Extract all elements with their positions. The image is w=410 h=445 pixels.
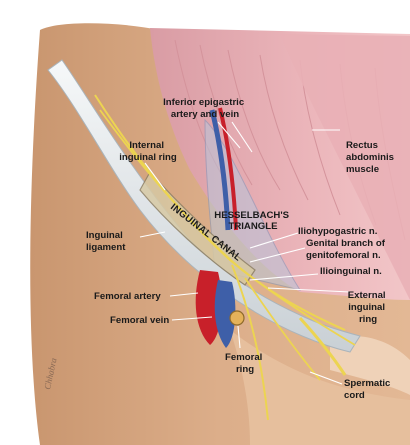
label-spermatic-cord: Spermatic cord: [344, 378, 393, 401]
label-spermatic-cord-line2: cord: [344, 390, 365, 401]
label-external-ring: External inguinal ring: [348, 290, 389, 325]
label-genitofemoral-line2: genitofemoral n.: [306, 250, 381, 261]
label-femoral-ring-line1: Femoral: [225, 352, 262, 363]
label-rectus-line1: Rectus: [346, 140, 378, 151]
label-hesselbach: HESSELBACH'S TRIANGLE: [214, 210, 291, 232]
label-inguinal-ligament: Inguinal ligament: [86, 230, 126, 253]
label-genitofemoral: Genital branch of genitofemoral n.: [306, 238, 388, 261]
label-inferior-epigastric: Inferior epigastric artery and vein: [163, 97, 247, 120]
label-inguinal-ligament-line1: Inguinal: [86, 230, 123, 241]
femoral-ring: [229, 310, 245, 326]
label-iliohypogastric: Iliohypogastric n.: [298, 226, 377, 237]
label-internal-ring-line2: inguinal ring: [119, 152, 177, 163]
label-hesselbach-line1: HESSELBACH'S: [214, 210, 289, 221]
label-rectus-line2: abdominis: [346, 152, 394, 163]
label-spermatic-cord-line1: Spermatic: [344, 378, 391, 389]
label-ilioinguinal: Ilioinguinal n.: [320, 266, 382, 277]
inferior-epigastric-vessels: [209, 107, 238, 231]
label-femoral-ring: Femoral ring: [225, 352, 265, 375]
label-internal-ring-line1: Internal: [129, 140, 164, 151]
nerves: [94, 94, 356, 421]
label-rectus-line3: muscle: [346, 164, 379, 175]
label-femoral-vein: Femoral vein: [110, 315, 169, 326]
label-external-ring-line2: inguinal: [348, 302, 385, 313]
label-hesselbach-line2: TRIANGLE: [228, 221, 278, 232]
label-genitofemoral-line1: Genital branch of: [306, 238, 386, 249]
label-internal-ring: Internal inguinal ring: [119, 140, 177, 163]
leader-lines: [139, 121, 351, 385]
rectus-abdominis-muscle: [280, 34, 410, 300]
label-femoral-ring-line2: ring: [236, 364, 254, 375]
label-inferior-epigastric-line2: artery and vein: [171, 109, 239, 120]
label-inferior-epigastric-line1: Inferior epigastric: [163, 97, 245, 108]
spermatic-cord: [298, 316, 347, 376]
label-inguinal-ligament-line2: ligament: [86, 242, 126, 253]
label-femoral-artery: Femoral artery: [94, 291, 161, 302]
label-rectus-abdominis: Rectus abdominis muscle: [346, 140, 397, 175]
femoral-vessels: [195, 270, 236, 348]
label-external-ring-line3: ring: [359, 314, 377, 325]
label-external-ring-line1: External: [348, 290, 386, 301]
